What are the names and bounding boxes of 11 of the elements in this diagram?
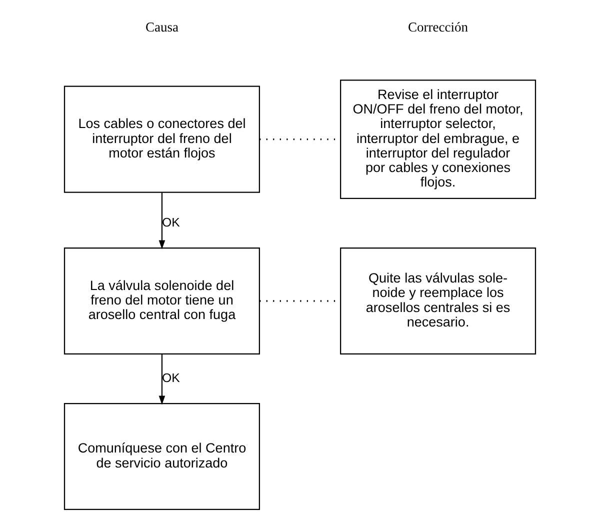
label: Causa xyxy=(145,19,178,34)
node-box: La válvula solenoide del freno del motor tiene un arosello central con fuga xyxy=(64,247,260,355)
node-box: Revise el interruptor ON/OFF del freno del motor, interruptor selector, interruptor del embrague, e interruptor del regulador por cables y conexiones flojos. xyxy=(340,80,536,200)
node-box: Los cables o conectores del interruptor del freno del motor están flojos xyxy=(64,86,260,193)
node-box: Comuníquese con el Centro de servicio autorizado xyxy=(64,402,260,510)
arrow xyxy=(158,354,166,405)
arrow xyxy=(158,192,166,250)
edge-label: OK xyxy=(162,370,180,385)
label: Corrección xyxy=(408,19,468,34)
node-box: Quite las válvulas sole-noide y reemplace los arosellos centrales si es necesario. xyxy=(340,247,536,355)
edge-label: OK xyxy=(162,215,180,230)
